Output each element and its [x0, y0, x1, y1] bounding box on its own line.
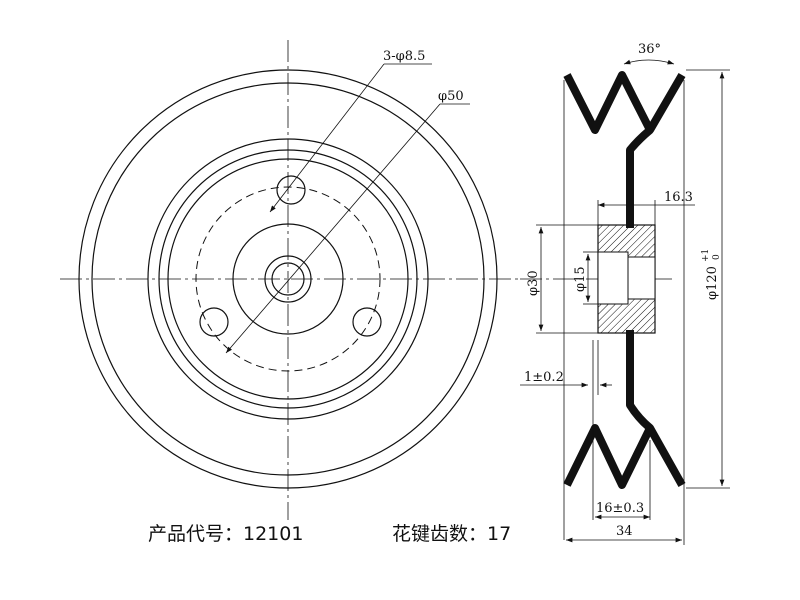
od-tol-lower: 0: [712, 254, 722, 260]
outer-rim-circle: [78, 69, 498, 489]
od-tol-upper: +1: [701, 249, 711, 262]
bolt-circle-label: φ50: [438, 89, 464, 104]
bolt-circle: [195, 186, 381, 372]
bolt-hole: [352, 307, 382, 337]
angle-dim: [623, 59, 675, 65]
pitch-label: 16±0.3: [596, 501, 644, 516]
bolt-hole: [276, 175, 306, 205]
bolt-hole: [199, 307, 229, 337]
product-code: 产品代号：12101: [148, 523, 303, 545]
bore-outer-circle: [264, 255, 312, 303]
web-inner-circle: [158, 149, 418, 409]
side-view: 36° φ120 +1 0 16.3 φ30 φ15 1±0.: [520, 42, 730, 545]
spline-teeth-count: 花键齿数：17: [392, 523, 511, 545]
front-view: φ50 3-φ8.5: [60, 40, 522, 520]
thickness-label: 1±0.2: [524, 370, 564, 385]
hub-width-label: 16.3: [664, 190, 693, 205]
hub-circle: [232, 223, 344, 335]
web-circle: [147, 138, 429, 420]
od-label: φ120 +1 0: [701, 249, 722, 300]
bore-circle: [271, 262, 305, 296]
width-label: 34: [616, 524, 633, 539]
sheet-profile-hatch: [564, 72, 685, 488]
bore-counterbore: [597, 251, 629, 305]
od-value: φ120: [705, 266, 720, 300]
bore-dia-label: φ15: [573, 266, 588, 292]
rim-inner-circle: [91, 82, 485, 476]
phi50-leader: [225, 103, 441, 354]
bore: [627, 256, 656, 300]
hole-callout-label: 3-φ8.5: [383, 49, 425, 64]
web-step-circle: [167, 158, 409, 400]
hub-dia-label: φ30: [526, 270, 541, 296]
hole-leader: [269, 63, 385, 213]
groove-angle-label: 36°: [638, 42, 661, 57]
